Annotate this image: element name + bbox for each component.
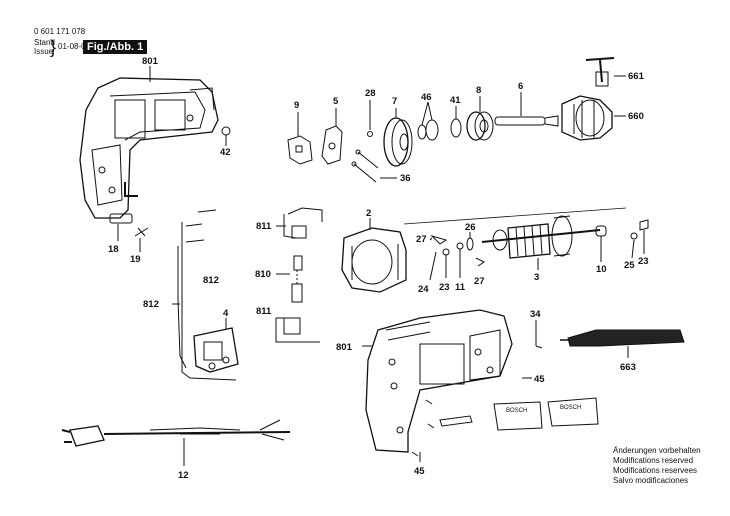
lead-wires xyxy=(185,209,217,243)
label-46: 46 xyxy=(421,92,432,103)
label-811b: 811 xyxy=(256,306,272,317)
label-plate xyxy=(439,415,473,427)
label-812b: 812 xyxy=(143,299,159,310)
carbon-brushes-810 xyxy=(291,255,303,303)
gear-7 xyxy=(383,117,413,167)
brace-symbol: } xyxy=(50,37,57,57)
label-10: 10 xyxy=(596,264,607,275)
brand-plate-1 xyxy=(493,401,543,431)
label-11: 11 xyxy=(455,282,466,293)
brand-plate-2 xyxy=(547,397,599,427)
label-27a: 27 xyxy=(416,234,427,245)
part-number: 0 601 171 078 xyxy=(34,27,86,36)
part-19 xyxy=(134,227,149,237)
label-27b: 27 xyxy=(474,276,485,287)
brush-holder-811a xyxy=(283,207,323,239)
screws-45 xyxy=(411,399,435,457)
label-4: 4 xyxy=(223,308,229,319)
pins-36 xyxy=(351,149,379,183)
power-cord-12 xyxy=(61,419,291,447)
stand-label: Stand xyxy=(34,38,55,47)
label-811a: 811 xyxy=(256,221,272,232)
note-en: Modifications reserved xyxy=(613,456,694,465)
washer-26 xyxy=(466,237,474,251)
label-45a: 45 xyxy=(534,374,545,385)
label-24: 24 xyxy=(418,284,429,295)
brand-plate-text-1: BOSCH xyxy=(506,408,527,414)
issue-date: 01-08-05 xyxy=(58,42,91,51)
screw-42 xyxy=(221,126,231,136)
stator-2 xyxy=(341,227,407,293)
label-663: 663 xyxy=(620,362,636,373)
label-34: 34 xyxy=(530,309,541,320)
washers-46 xyxy=(417,119,439,141)
label-660: 660 xyxy=(628,111,644,122)
figure-label: Fig./Abb. 1 xyxy=(83,40,148,54)
screw-34 xyxy=(535,320,543,349)
note-fr: Modifications reservees xyxy=(613,466,698,475)
label-28: 28 xyxy=(365,88,376,99)
part-11 xyxy=(456,242,464,250)
label-812a: 812 xyxy=(203,275,219,286)
armature-3 xyxy=(481,215,601,259)
label-801b: 801 xyxy=(336,342,353,353)
label-23a: 23 xyxy=(439,282,450,293)
cord-guard-663 xyxy=(560,329,685,347)
part-23a xyxy=(442,248,450,256)
label-19: 19 xyxy=(130,254,141,265)
label-3: 3 xyxy=(534,272,539,283)
label-18: 18 xyxy=(108,244,119,255)
chuck-660 xyxy=(561,95,613,141)
label-8: 8 xyxy=(476,85,481,96)
label-661: 661 xyxy=(628,71,645,82)
switch-4 xyxy=(193,327,239,373)
label-45b: 45 xyxy=(414,466,425,477)
label-26: 26 xyxy=(465,222,476,233)
label-42: 42 xyxy=(220,147,231,158)
label-6: 6 xyxy=(518,81,523,92)
part-27a xyxy=(430,234,448,245)
housing-half-top xyxy=(79,77,219,219)
label-5: 5 xyxy=(333,96,339,107)
clip-part xyxy=(124,182,138,197)
label-25: 25 xyxy=(624,260,635,271)
part-23b xyxy=(639,219,649,231)
label-23b: 23 xyxy=(638,256,649,267)
label-36: 36 xyxy=(400,173,411,184)
issue-label: Issue xyxy=(34,47,54,56)
part-27b xyxy=(475,257,485,267)
label-9: 9 xyxy=(294,100,299,111)
switch-plate-9 xyxy=(287,135,313,165)
part-25 xyxy=(630,232,638,240)
note-de: Änderungen vorbehalten xyxy=(613,446,701,455)
brand-plate-text-2: BOSCH xyxy=(560,405,581,411)
cable-812 xyxy=(177,222,237,381)
spindle-6 xyxy=(494,115,559,127)
label-7: 7 xyxy=(392,96,397,107)
housing-half-bottom xyxy=(365,309,513,453)
brush-holder-811b xyxy=(275,317,320,343)
chuck-key-661 xyxy=(585,57,615,87)
bracket-5 xyxy=(321,125,343,165)
label-41: 41 xyxy=(450,95,461,106)
label-810: 810 xyxy=(255,269,271,280)
label-801a: 801 xyxy=(142,56,159,67)
label-2: 2 xyxy=(366,208,371,219)
note-es: Salvo modificaciones xyxy=(613,476,689,485)
bearing-8 xyxy=(466,111,494,141)
ring-41 xyxy=(450,118,462,138)
part-18 xyxy=(109,213,133,224)
ring-28 xyxy=(367,131,373,137)
label-12: 12 xyxy=(178,470,189,481)
